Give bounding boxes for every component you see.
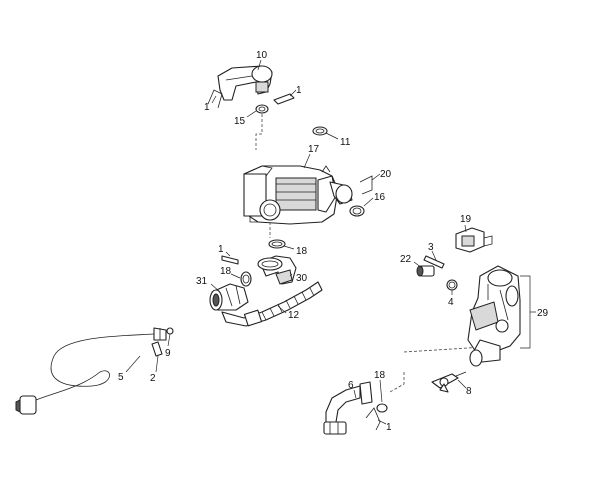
part-18-o-ring-upper — [268, 239, 286, 249]
label-part-1-d: 1 — [386, 422, 392, 433]
part-10-elbow-pipe — [217, 65, 273, 101]
part-18-o-ring-lower — [376, 403, 388, 413]
part-31-connector — [209, 283, 249, 311]
part-6-bent-pipe — [323, 381, 373, 435]
label-part-12: 12 — [288, 310, 300, 321]
part-19-sensor — [455, 227, 493, 253]
part-18-o-ring-left — [240, 271, 252, 287]
label-part-6: 6 — [348, 380, 354, 391]
label-part-17: 17 — [308, 144, 320, 155]
label-part-1-b: 1 — [296, 85, 302, 96]
part-22-fitting — [416, 265, 435, 277]
part-2-clip — [151, 341, 163, 357]
part-9-plug — [166, 327, 174, 335]
part-1-clip-top-right — [273, 93, 295, 105]
label-part-16: 16 — [374, 192, 386, 203]
label-part-22: 22 — [400, 254, 412, 265]
label-part-18-c: 18 — [374, 370, 386, 381]
callout-labels: 10 1 1 15 11 17 20 16 1 18 18 31 30 12 1… — [118, 50, 549, 433]
part-1-clip-mid — [221, 255, 239, 265]
part-15-washer — [255, 104, 269, 114]
label-part-3: 3 — [428, 242, 434, 253]
label-part-29: 29 — [537, 308, 549, 319]
part-3-clip — [423, 255, 445, 269]
part-8-drain-valve — [431, 371, 467, 393]
part-1-clip-lower — [365, 407, 381, 431]
label-part-18-a: 18 — [296, 246, 308, 257]
label-part-10: 10 — [256, 50, 268, 61]
label-part-8: 8 — [466, 386, 472, 397]
label-part-4: 4 — [448, 297, 454, 308]
part-29-hydraulic-block — [467, 265, 521, 367]
label-part-31: 31 — [196, 276, 208, 287]
part-20-clip — [359, 175, 373, 195]
part-16-o-ring — [349, 205, 365, 217]
part-4-o-ring — [446, 279, 458, 291]
part-1-clip-top-left — [207, 89, 223, 109]
label-part-1-a: 1 — [204, 102, 210, 113]
label-part-15: 15 — [234, 116, 246, 127]
part-5-cable — [15, 327, 167, 415]
label-part-9: 9 — [165, 348, 171, 359]
part-17-pump-body — [243, 165, 353, 225]
alignment-line-top — [255, 114, 263, 150]
label-part-19: 19 — [460, 214, 472, 225]
part-30-outlet-elbow — [257, 255, 297, 285]
label-part-1-c: 1 — [218, 244, 224, 255]
alignment-line-lower-2 — [389, 372, 405, 393]
part-29-bracket — [520, 275, 531, 349]
label-part-11: 11 — [340, 137, 351, 148]
label-part-2: 2 — [150, 373, 156, 384]
label-part-20: 20 — [380, 169, 392, 180]
label-part-5: 5 — [118, 372, 124, 383]
leader-lines — [125, 59, 536, 425]
part-11-o-ring — [312, 126, 328, 136]
label-part-18-b: 18 — [220, 266, 232, 277]
label-part-30: 30 — [296, 273, 308, 284]
